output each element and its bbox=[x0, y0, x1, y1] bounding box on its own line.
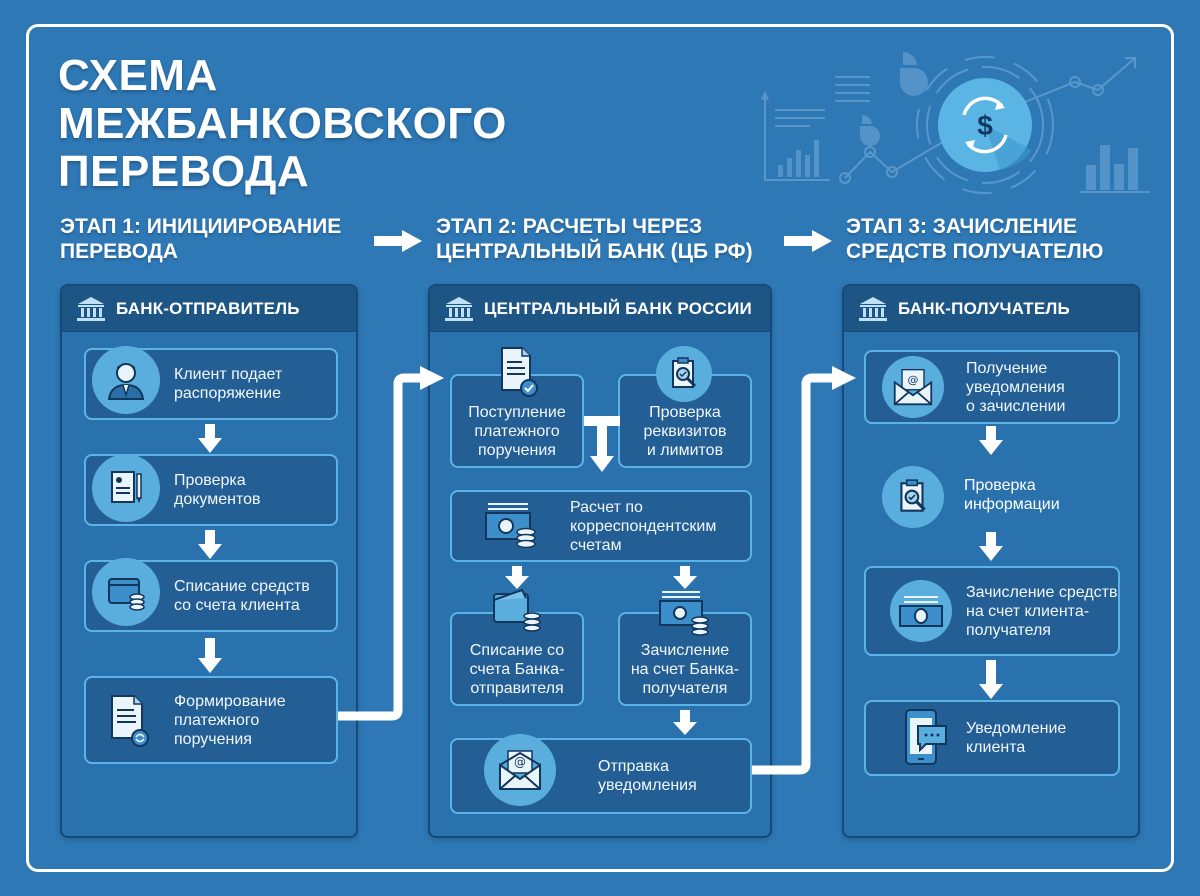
stage-2-line-1: ЭТАП 2: РАСЧЕТЫ ЧЕРЕЗ bbox=[436, 215, 703, 238]
phone-message-icon bbox=[902, 706, 950, 773]
down-arrow-icon bbox=[198, 530, 222, 559]
banknote-icon bbox=[890, 580, 952, 642]
money-coins-icon bbox=[484, 498, 540, 557]
panel-header: ЦЕНТРАЛЬНЫЙ БАНК РОССИИ bbox=[430, 286, 770, 332]
client-icon bbox=[92, 346, 160, 414]
svg-text:$: $ bbox=[977, 110, 993, 141]
clipboard-search-icon bbox=[882, 466, 944, 528]
title-line-1: СХЕМА bbox=[58, 51, 218, 100]
stage-1-line-1: ЭТАП 1: ИНИЦИИРОВАНИЕ bbox=[60, 215, 342, 238]
stage-1-heading: ЭТАП 1: ИНИЦИИРОВАНИЕ ПЕРЕВОДА bbox=[60, 214, 341, 264]
merge-connector-icon bbox=[584, 416, 620, 472]
stage-arrow-icon bbox=[374, 230, 422, 252]
page-title: СХЕМА МЕЖБАНКОВСКОГО ПЕРЕВОДА bbox=[58, 52, 507, 196]
bank-icon bbox=[859, 296, 887, 321]
email-icon: @ bbox=[484, 734, 556, 806]
panel-header: БАНК-ПОЛУЧАТЕЛЬ bbox=[844, 286, 1138, 332]
down-arrow-icon bbox=[505, 566, 529, 589]
stage-3-heading: ЭТАП 3: ЗАЧИСЛЕНИЕ СРЕДСТВ ПОЛУЧАТЕЛЮ bbox=[846, 214, 1103, 264]
panel-title: ЦЕНТРАЛЬНЫЙ БАНК РОССИИ bbox=[484, 298, 752, 318]
outer-frame bbox=[26, 24, 1174, 872]
wallet-coins-icon bbox=[492, 586, 548, 641]
down-arrow-icon bbox=[673, 566, 697, 589]
stage-3-line-1: ЭТАП 3: ЗАЧИСЛЕНИЕ bbox=[846, 215, 1077, 238]
down-arrow-icon bbox=[979, 660, 1003, 699]
payment-order-icon bbox=[108, 694, 152, 755]
down-arrow-icon bbox=[198, 424, 222, 453]
documents-icon bbox=[92, 454, 160, 522]
bank-icon bbox=[445, 296, 473, 321]
down-arrow-icon bbox=[198, 638, 222, 673]
down-arrow-icon bbox=[673, 710, 697, 735]
svg-text:@: @ bbox=[908, 373, 919, 386]
stage-arrow-icon bbox=[784, 230, 832, 252]
bank-icon bbox=[77, 296, 105, 321]
email-icon: @ bbox=[882, 356, 944, 418]
title-line-3: ПЕРЕВОДА bbox=[58, 147, 310, 196]
panel-header: БАНК-ОТПРАВИТЕЛЬ bbox=[62, 286, 356, 332]
stage-1-line-2: ПЕРЕВОДА bbox=[60, 240, 178, 263]
down-arrow-icon bbox=[979, 426, 1003, 455]
svg-text:@: @ bbox=[514, 755, 526, 769]
stage-3-line-2: СРЕДСТВ ПОЛУЧАТЕЛЮ bbox=[846, 240, 1104, 263]
panel-title: БАНК-ПОЛУЧАТЕЛЬ bbox=[898, 298, 1070, 318]
finance-illustration: $ bbox=[761, 51, 1150, 194]
wallet-coins-icon bbox=[92, 558, 160, 626]
title-line-2: МЕЖБАНКОВСКОГО bbox=[58, 99, 507, 148]
panel-title: БАНК-ОТПРАВИТЕЛЬ bbox=[116, 298, 300, 318]
money-coins-icon bbox=[658, 588, 714, 643]
down-arrow-icon bbox=[979, 532, 1003, 561]
stage-2-heading: ЭТАП 2: РАСЧЕТЫ ЧЕРЕЗ ЦЕНТРАЛЬНЫЙ БАНК (… bbox=[436, 214, 753, 264]
stage-2-line-2: ЦЕНТРАЛЬНЫЙ БАНК (ЦБ РФ) bbox=[436, 240, 753, 263]
document-check-icon bbox=[498, 346, 542, 405]
clipboard-search-icon bbox=[656, 346, 712, 402]
